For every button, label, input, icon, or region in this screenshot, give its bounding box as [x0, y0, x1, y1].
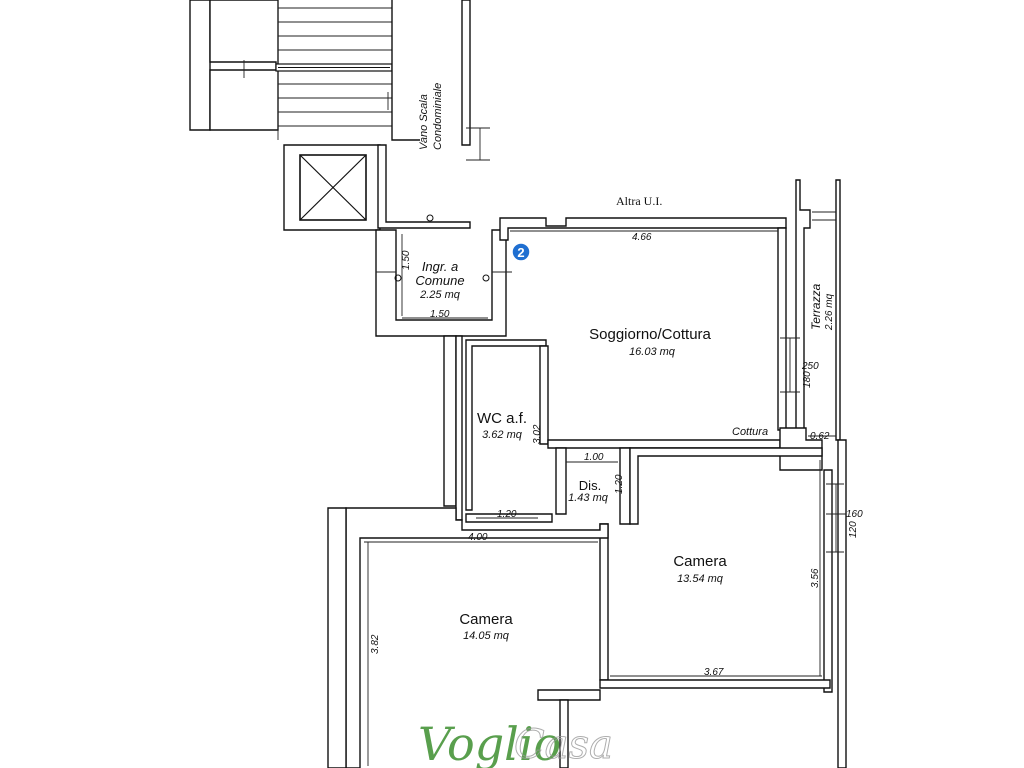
terrace-area: 2.26 mq: [824, 293, 835, 331]
room-bedroom-left: Camera 14.05 mq: [459, 611, 513, 642]
stair-label-line1: Vano Scala: [418, 94, 430, 150]
dim-window-bed-top: 160: [846, 509, 863, 520]
neighbor-label: Altra U.I.: [616, 194, 662, 208]
logo-watermark: Voglio Casa: [418, 717, 613, 768]
walls: [327, 179, 847, 768]
dim-right-bed-height: 3.56: [810, 568, 821, 588]
room-wc: WC a.f. 3.62 mq: [477, 410, 527, 441]
bedroom-left-label: Camera: [459, 611, 513, 628]
dimension-labels: 4.66 1.50 1.50 3.02 1.20 1.00 1.20 4.00 …: [370, 232, 863, 678]
entry-label-line1: Ingr. a: [422, 259, 458, 274]
dim-entry-side: 1.50: [401, 250, 412, 270]
room-entry: Ingr. a Comune 2.25 mq: [415, 259, 464, 301]
dimension-lines: [364, 230, 836, 766]
dim-terrace-depth: 0.62: [810, 431, 830, 442]
dim-window-right-bottom: 180: [802, 371, 813, 388]
dim-entry-bottom: 1.50: [430, 309, 450, 320]
dim-dis-width: 1.00: [584, 452, 604, 463]
dim-wc-width: 1.20: [497, 509, 517, 520]
dim-dis-height: 1.20: [614, 474, 625, 494]
cooking-label: Cottura: [732, 426, 768, 438]
dim-left-bed-height: 3.82: [370, 634, 381, 654]
dim-window-right-top: 250: [801, 361, 819, 372]
bedroom-right-area: 13.54 mq: [677, 573, 724, 585]
stairwell: Vano Scala Condominiale: [189, 0, 490, 161]
wc-area: 3.62 mq: [482, 429, 523, 441]
entry-label-line2: Comune: [415, 273, 464, 288]
window-symbols: [376, 271, 846, 553]
entry-area: 2.25 mq: [419, 289, 461, 301]
dis-label: Dis.: [579, 478, 601, 493]
terrace-label: Terrazza: [809, 283, 823, 330]
bedroom-right-label: Camera: [673, 553, 727, 570]
bedroom-left-area: 14.05 mq: [463, 630, 510, 642]
elevator-shaft: [283, 144, 471, 231]
living-label: Soggiorno/Cottura: [589, 326, 711, 343]
dis-area: 1.43 mq: [568, 492, 609, 504]
wc-label: WC a.f.: [477, 410, 527, 427]
logo-part1: Voglio: [418, 717, 561, 768]
living-area: 16.03 mq: [629, 346, 676, 358]
logo-part2: Casa: [514, 722, 613, 768]
room-dis: Dis. 1.43 mq: [568, 478, 609, 504]
room-terrace: Terrazza 2.26 mq: [809, 283, 835, 331]
door-marks: [394, 214, 490, 282]
room-living: Soggiorno/Cottura 16.03 mq Cottura: [589, 326, 768, 438]
room-bedroom-right: Camera 13.54 mq: [673, 553, 727, 585]
dim-right-bed-width: 3.67: [704, 667, 724, 678]
marker-badge: 2: [511, 242, 531, 262]
dim-window-bed-bottom: 120: [848, 521, 859, 538]
marker-number: 2: [517, 245, 524, 260]
stair-label-line2: Condominiale: [432, 83, 444, 150]
dim-left-bed-width: 4.00: [468, 532, 488, 543]
dim-wc-height: 3.02: [532, 424, 543, 444]
dim-living-width: 4.66: [632, 232, 652, 243]
